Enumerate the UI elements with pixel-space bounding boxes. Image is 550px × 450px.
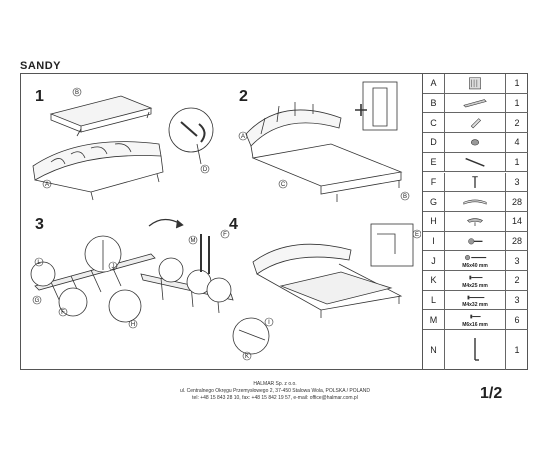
support-leg-icon xyxy=(445,173,505,192)
callout-step4-i: I xyxy=(268,320,270,326)
callout-step3-l: L xyxy=(37,260,41,266)
slat-holder-icon xyxy=(445,212,505,231)
callout-labels: B A D A C B J L G F H M F E xyxy=(32,87,421,361)
part-letter: C xyxy=(423,113,445,133)
step1-footboard-drawing xyxy=(49,95,153,137)
center-beam-icon xyxy=(445,153,505,172)
callout-step4-f: F xyxy=(223,232,227,238)
part-letter: E xyxy=(423,152,445,172)
part-qty: 1 xyxy=(505,74,528,93)
part-row: K M4x25 mm 2 xyxy=(423,271,528,291)
step-number-1: 1 xyxy=(35,88,44,105)
part-letter: H xyxy=(423,211,445,231)
part-letter: N xyxy=(423,330,445,371)
part-row: M M6x16 mm 6 xyxy=(423,310,528,331)
instruction-frame: 1 2 3 4 xyxy=(20,73,528,371)
part-letter: D xyxy=(423,133,445,152)
part-letter: J xyxy=(423,251,445,270)
part-letter: A xyxy=(423,74,445,93)
part-row: I 28 xyxy=(423,231,528,252)
part-qty: 3 xyxy=(505,172,528,192)
company-address: ul. Centralnego Okręgu Przemysłowego 2, … xyxy=(179,388,370,395)
part-size: M4x32 mm xyxy=(462,302,488,309)
leg-icon xyxy=(445,133,505,152)
rivet-icon xyxy=(445,232,505,251)
part-qty: 2 xyxy=(505,113,528,133)
callout-step1-d: D xyxy=(203,167,208,173)
part-letter: K xyxy=(423,271,445,290)
callout-step2-c: C xyxy=(281,182,286,188)
company-footer: HALMAR Sp. z o.o. ul. Centralnego Okręgu… xyxy=(150,381,400,403)
part-qty: 28 xyxy=(505,192,528,211)
part-size: M6x40 mm xyxy=(462,262,488,269)
callout-step3-f: F xyxy=(61,310,65,316)
allen-key-icon xyxy=(445,330,505,370)
product-title: SANDY xyxy=(20,60,62,72)
callout-step4-k: K xyxy=(245,354,249,360)
part-row: G 28 xyxy=(423,192,528,212)
part-qty: 1 xyxy=(505,330,528,371)
callout-step3-g: G xyxy=(35,298,40,304)
callout-step4-m: M xyxy=(191,238,196,244)
part-letter: B xyxy=(423,93,445,113)
bolt-washer-icon: M6x40 mm xyxy=(445,251,505,270)
callout-step2-a: A xyxy=(241,134,245,140)
step-number-4: 4 xyxy=(229,216,238,233)
slat-icon xyxy=(445,192,505,211)
part-row: J M6x40 mm 3 xyxy=(423,251,528,271)
callout-step4-e: E xyxy=(415,232,419,238)
step-number-3: 3 xyxy=(35,216,44,233)
part-row: L M4x32 mm 3 xyxy=(423,290,528,311)
callout-step3-h: H xyxy=(131,322,135,328)
part-qty: 2 xyxy=(505,271,528,290)
part-qty: 4 xyxy=(505,133,528,152)
part-qty: 14 xyxy=(505,211,528,231)
step4-bed-drawing xyxy=(252,243,403,318)
headboard-icon xyxy=(445,74,505,93)
part-letter: F xyxy=(423,172,445,192)
part-qty: 1 xyxy=(505,152,528,172)
bolt-icon: M4x32 mm xyxy=(445,291,505,310)
part-letter: G xyxy=(423,192,445,211)
page-number: 1/2 xyxy=(480,385,503,402)
step-number-2: 2 xyxy=(239,88,248,105)
step1-headboard-drawing xyxy=(32,141,164,201)
footboard-icon xyxy=(445,94,505,113)
part-size: M4x25 mm xyxy=(462,282,488,289)
callout-step3-j: J xyxy=(112,264,115,270)
part-letter: L xyxy=(423,290,445,310)
bolt-icon: M6x16 mm xyxy=(445,310,505,329)
part-row: H 14 xyxy=(423,211,528,232)
part-size: M6x16 mm xyxy=(462,322,488,329)
part-letter: M xyxy=(423,310,445,330)
callout-step1-b: B xyxy=(75,90,79,96)
assembly-illustrations: B A D A C B J L G F H M F E xyxy=(30,81,421,361)
part-qty: 6 xyxy=(505,310,528,330)
bolt-icon: M4x25 mm xyxy=(445,271,505,290)
callout-step2-b: B xyxy=(403,194,407,200)
side-rail-icon xyxy=(445,113,505,132)
part-letter: I xyxy=(423,231,445,251)
part-qty: 1 xyxy=(505,93,528,113)
part-qty: 3 xyxy=(505,290,528,310)
company-name: HALMAR Sp. z o.o. xyxy=(253,381,297,387)
callout-step1-a: A xyxy=(45,182,49,188)
company-contact: tel: +48 15 843 28 10, fax: +48 15 842 1… xyxy=(192,395,358,402)
part-qty: 28 xyxy=(505,231,528,251)
step2-frame-drawing xyxy=(245,102,403,202)
part-qty: 3 xyxy=(505,251,528,270)
panel-divider xyxy=(422,74,423,369)
